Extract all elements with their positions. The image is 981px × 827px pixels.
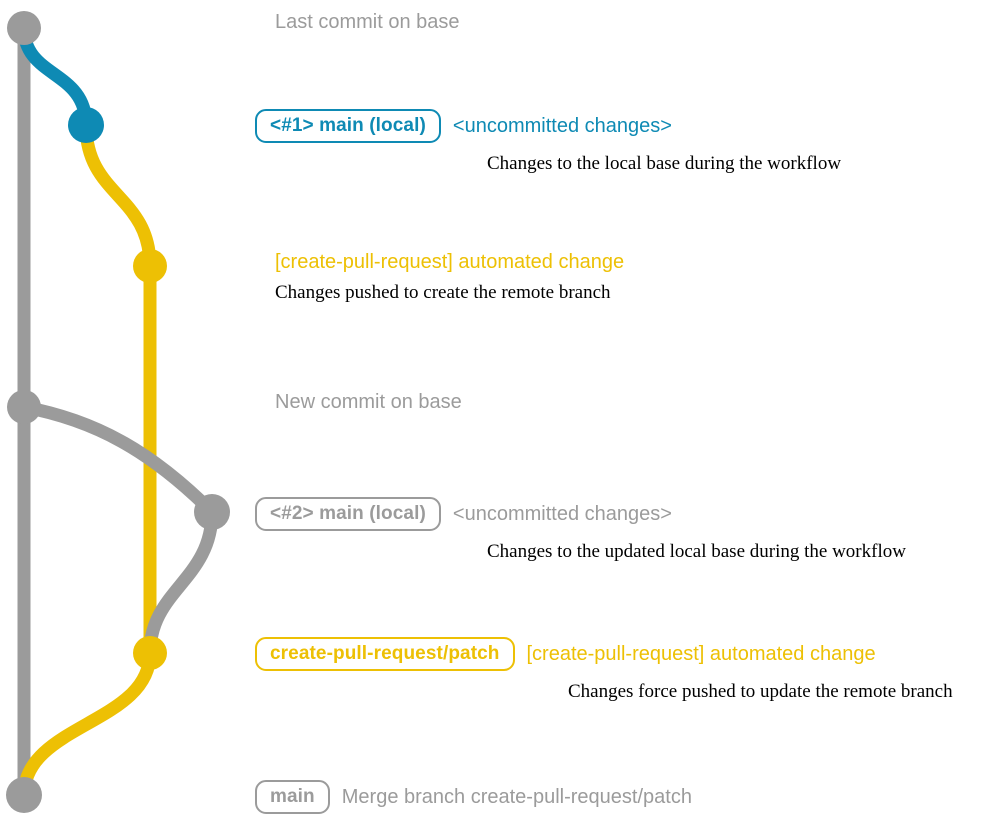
row-remote-2: create-pull-request/patch [create-pull-re… bbox=[255, 637, 953, 703]
commit-subject: Merge branch create-pull-request/patch bbox=[341, 786, 692, 808]
row-local-2: <#2> main (local) <uncommitted changes> Ch… bbox=[255, 497, 906, 563]
commit-description: Changes to the local base during the wor… bbox=[487, 153, 842, 174]
commit-description: Changes force pushed to update the remot… bbox=[568, 681, 953, 702]
node-new-commit-on-base bbox=[7, 390, 41, 424]
git-commit-graph bbox=[6, 11, 230, 813]
edge-remote-2-to-merge bbox=[17, 646, 157, 802]
branch-ref-badge[interactable]: main bbox=[255, 780, 330, 814]
commit-head: Last commit on base bbox=[255, 12, 460, 32]
commit-subject: [create-pull-request] automated change bbox=[526, 643, 876, 665]
branch-ref-badge[interactable]: <#1> main (local) bbox=[255, 109, 441, 143]
edge-local-2-to-remote-2 bbox=[143, 505, 219, 660]
commit-head: create-pull-request/patch [create-pull-re… bbox=[255, 637, 953, 671]
commit-description: Changes to the updated local base during… bbox=[487, 541, 906, 562]
branch-ref-badge[interactable]: create-pull-request/patch bbox=[255, 637, 515, 671]
branch-ref-badge[interactable]: <#2> main (local) bbox=[255, 497, 441, 531]
node-merge-commit bbox=[6, 777, 42, 813]
commit-head: main Merge branch create-pull-request/pat… bbox=[255, 780, 692, 814]
commit-head: <#1> main (local) <uncommitted changes> bbox=[255, 109, 841, 143]
commit-head: [create-pull-request] automated change bbox=[255, 252, 624, 272]
commit-subject: <uncommitted changes> bbox=[452, 115, 672, 137]
row-last-commit-on-base: Last commit on base bbox=[255, 12, 460, 32]
commit-head: <#2> main (local) <uncommitted changes> bbox=[255, 497, 906, 531]
node-local-commit-1 bbox=[68, 107, 104, 143]
commit-subject: Last commit on base bbox=[275, 11, 460, 33]
commit-subject: New commit on base bbox=[275, 391, 462, 413]
commit-head: New commit on base bbox=[255, 392, 462, 412]
commit-subject: <uncommitted changes> bbox=[452, 503, 672, 525]
row-new-commit-on-base: New commit on base bbox=[255, 392, 462, 412]
edge-base-new-to-local-2 bbox=[17, 400, 219, 519]
node-remote-commit-1 bbox=[133, 249, 167, 283]
node-remote-commit-2 bbox=[133, 636, 167, 670]
commit-subject: [create-pull-request] automated change bbox=[275, 251, 625, 273]
commit-description: Changes pushed to create the remote bran… bbox=[275, 282, 611, 303]
node-local-commit-2 bbox=[194, 494, 230, 530]
row-local-1: <#1> main (local) <uncommitted changes> Ch… bbox=[255, 109, 841, 175]
row-merge: main Merge branch create-pull-request/pat… bbox=[255, 780, 692, 814]
edge-local-1-to-remote-1 bbox=[79, 118, 157, 273]
node-last-commit-on-base bbox=[7, 11, 41, 45]
